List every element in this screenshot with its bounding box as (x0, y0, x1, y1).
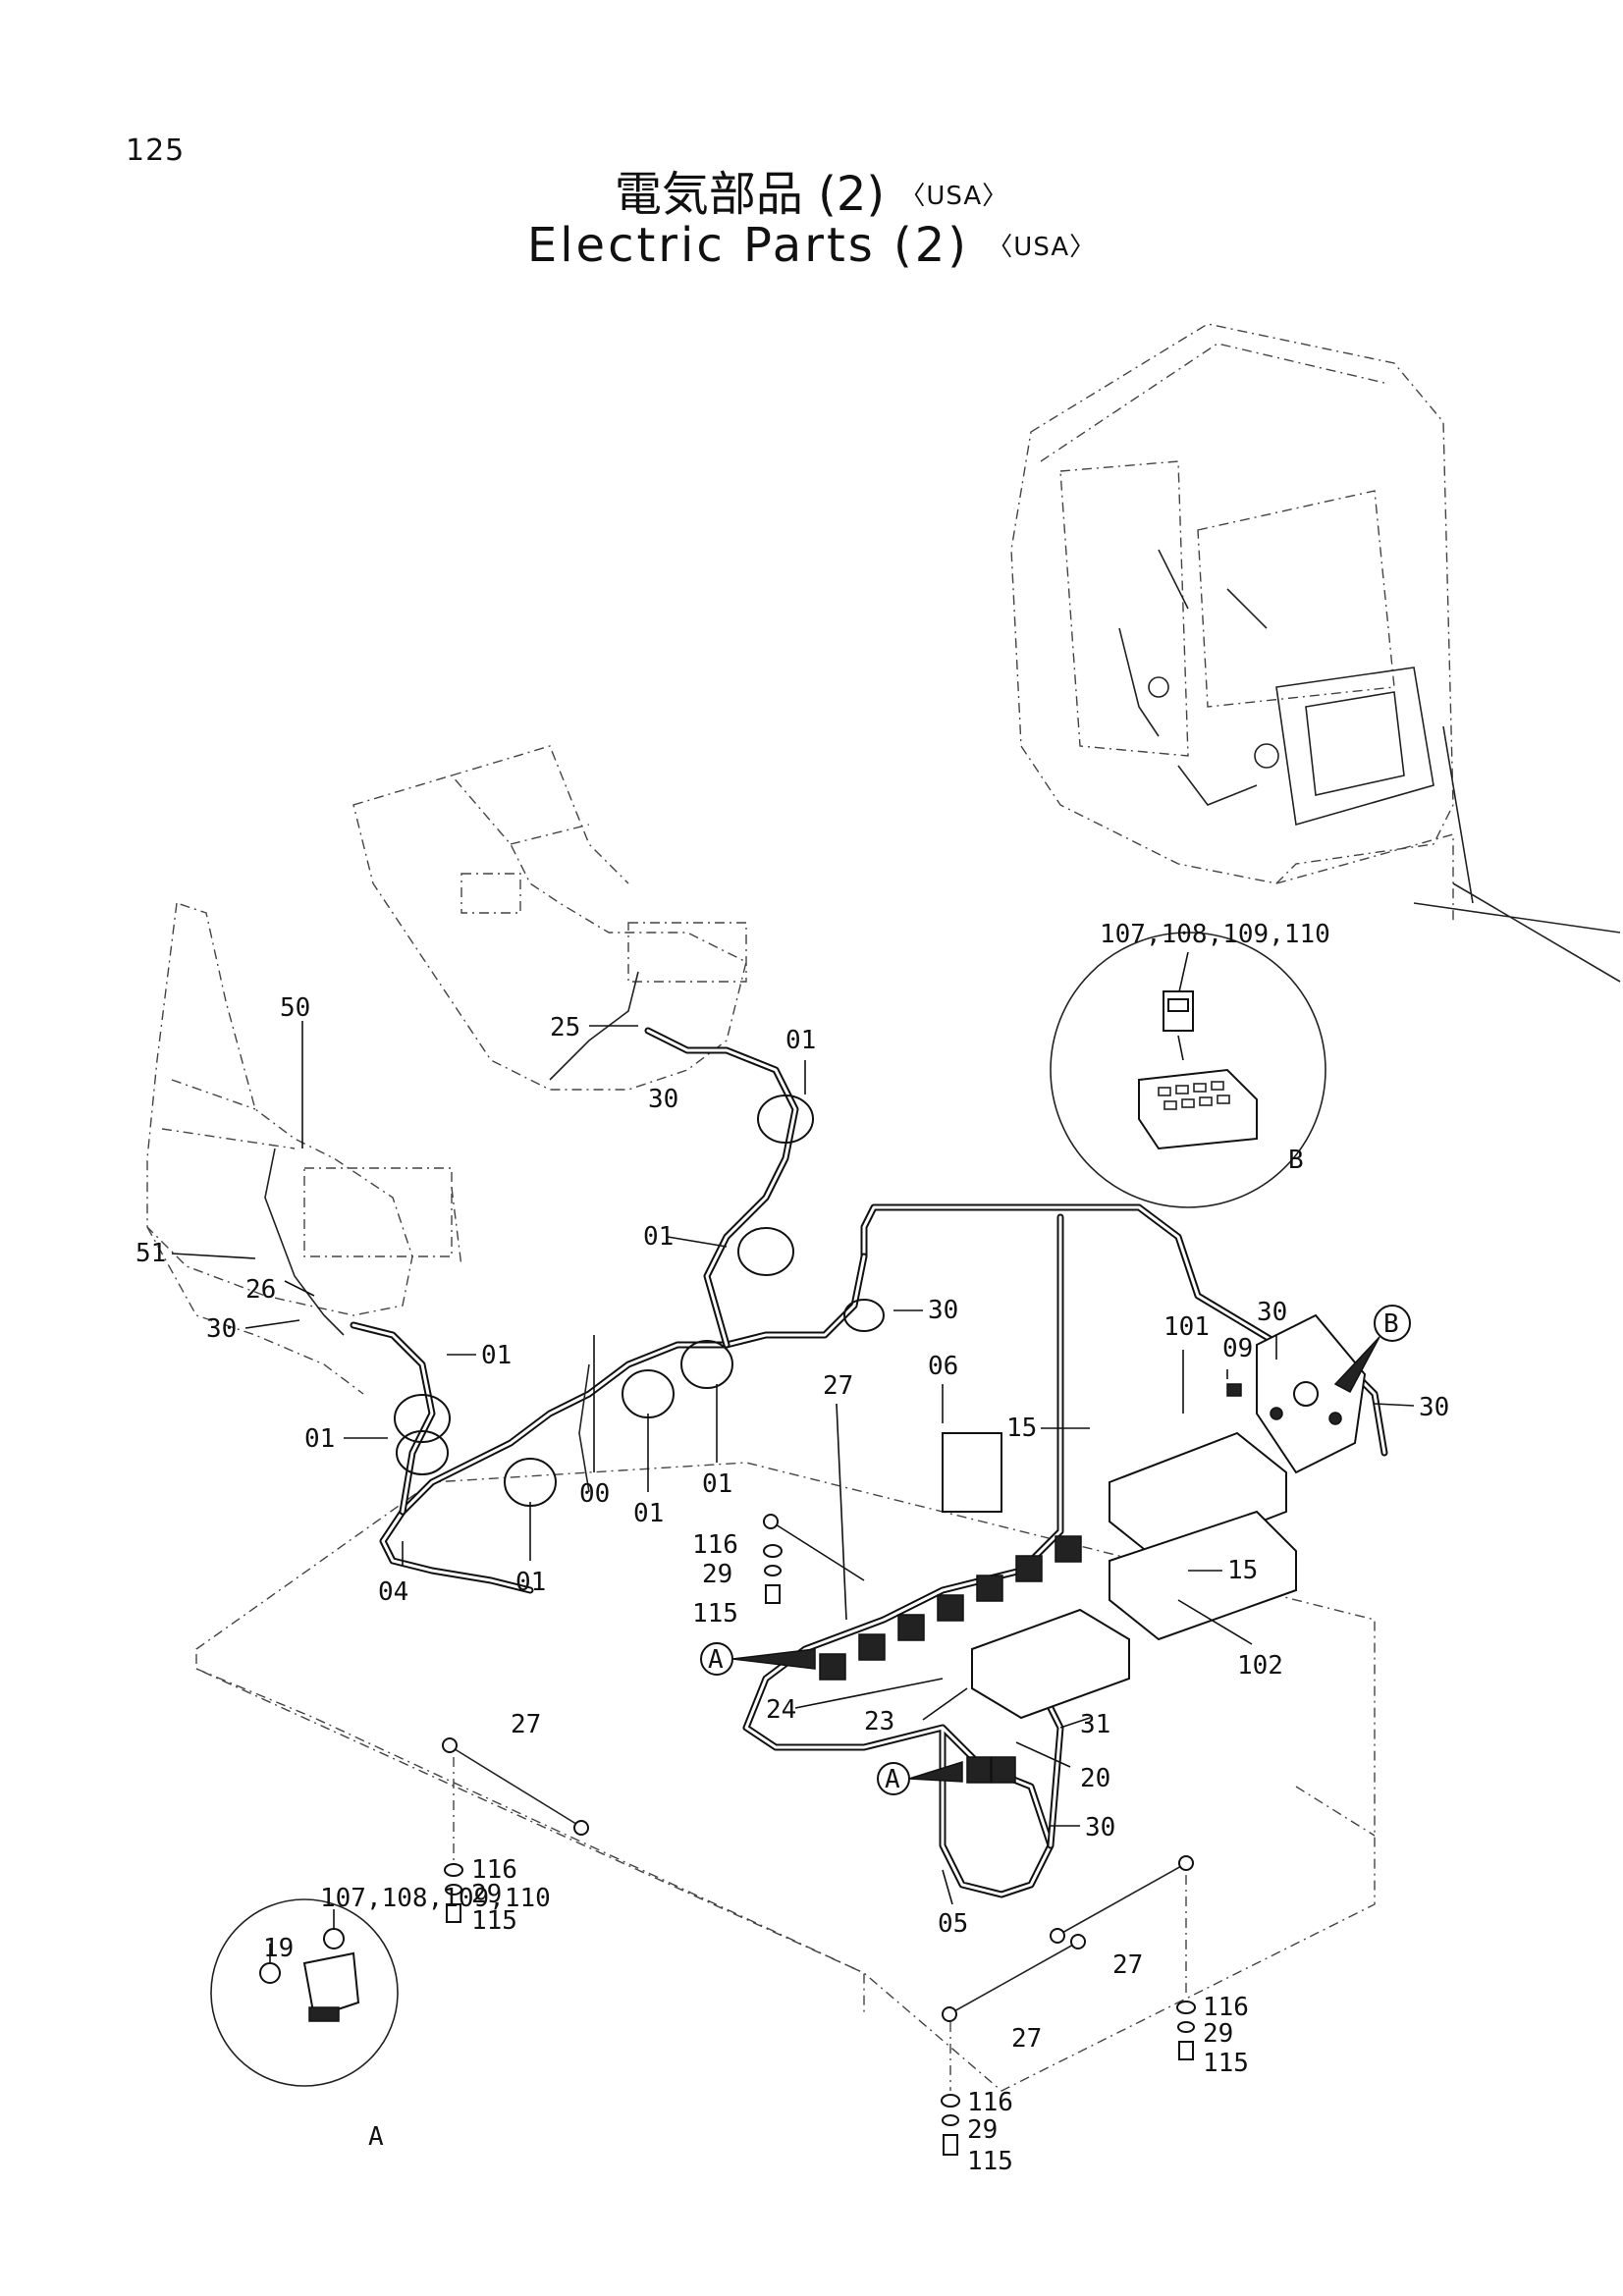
floor-plate (195, 1462, 1376, 2092)
callout-15-a: 15 (1006, 1414, 1037, 1443)
callouts: 50 51 26 30 01 01 04 01 00 01 01 25 01 3… (135, 993, 1449, 2176)
title-japanese-text: 電気部品 (614, 167, 803, 222)
callout-31: 31 (1080, 1710, 1110, 1739)
callout-30-upper-right: 30 (1257, 1298, 1287, 1327)
callout-24: 24 (766, 1695, 796, 1725)
callout-23: 23 (864, 1707, 894, 1736)
title-variant-jp: (2) (818, 167, 886, 222)
detail-view-b: 107,108,109,110 B (1050, 920, 1330, 1208)
callout-30-top: 30 (648, 1085, 678, 1114)
callout-50: 50 (280, 993, 310, 1023)
callout-00: 00 (579, 1479, 610, 1509)
view-marker-a1: A (700, 1642, 816, 1676)
callout-115-a: 115 (692, 1599, 738, 1629)
callout-27-a: 27 (823, 1371, 853, 1401)
detail-letter-b: B (1288, 1146, 1304, 1175)
page-title-japanese: 電気部品 (2) 〈USA〉 (0, 155, 1623, 224)
components (942, 1313, 1367, 1720)
ground-straps (442, 1514, 1194, 2022)
svg-text:A: A (708, 1645, 724, 1675)
callout-30-right: 30 (1419, 1393, 1449, 1422)
callout-116-c: 116 (1203, 1993, 1249, 2022)
callout-102: 102 (1237, 1651, 1283, 1681)
detail-view-a: A 107,108,109,110 19 (210, 1884, 551, 2152)
callout-29-a: 29 (702, 1560, 732, 1589)
callout-05: 05 (938, 1909, 968, 1939)
callout-115-d: 115 (967, 2147, 1013, 2176)
detail-letter-a: A (368, 2122, 384, 2152)
relay-row (819, 1535, 1082, 1784)
callout-01-b: 01 (304, 1424, 335, 1454)
callout-20: 20 (1080, 1764, 1110, 1793)
callout-01-f: 01 (785, 1026, 816, 1055)
callout-06: 06 (928, 1352, 958, 1381)
callout-29-c: 29 (1203, 2019, 1233, 2049)
callout-116-d: 116 (967, 2088, 1013, 2117)
callout-01-g: 01 (643, 1222, 674, 1252)
callout-09: 09 (1222, 1334, 1253, 1363)
callout-29-b: 29 (471, 1880, 502, 1909)
svg-text:B: B (1383, 1309, 1399, 1339)
cab-illustration (1010, 323, 1621, 983)
title-region-en: 〈USA〉 (987, 233, 1097, 262)
callout-107-110: 107,108,109,110 (1100, 920, 1330, 949)
bolt-stacks (444, 1544, 1196, 2156)
title-variant-en: (2) (893, 218, 970, 273)
callout-01-d: 01 (633, 1499, 664, 1528)
callout-51: 51 (135, 1239, 166, 1268)
leader-lines (171, 1021, 1415, 1905)
callout-01-c: 01 (515, 1568, 546, 1597)
callout-115-b: 115 (471, 1906, 517, 1936)
callout-101: 101 (1163, 1312, 1210, 1342)
callout-27-c: 27 (1112, 1950, 1143, 1980)
page-number: 125 (126, 133, 186, 168)
harness-clamps (394, 1095, 885, 1507)
view-marker-a2: A (877, 1760, 963, 1795)
callout-116-a: 116 (692, 1530, 738, 1560)
callout-27-d: 27 (1011, 2024, 1042, 2054)
callout-20-detail: 19 (263, 1934, 294, 1963)
callout-19: 107,108,109,110 (320, 1884, 551, 1913)
callout-01-a: 01 (481, 1341, 512, 1370)
callout-27-b: 27 (511, 1710, 541, 1739)
callout-30-bottom: 30 (1085, 1813, 1115, 1842)
callout-115-c: 115 (1203, 2049, 1249, 2078)
callout-30-mid: 30 (928, 1296, 958, 1325)
callout-01-e: 01 (702, 1469, 732, 1499)
control-lever-right (352, 745, 747, 1091)
callout-25: 25 (550, 1013, 580, 1042)
callout-30-left: 30 (206, 1314, 237, 1344)
wire-harness (264, 971, 1388, 1898)
control-lever-left (146, 902, 462, 1395)
callout-29-d: 29 (967, 2115, 998, 2145)
callout-04: 04 (378, 1577, 408, 1607)
svg-text:A: A (885, 1765, 900, 1794)
callout-26: 26 (245, 1275, 276, 1305)
title-region-jp: 〈USA〉 (899, 182, 1009, 211)
callout-116-b: 116 (471, 1855, 517, 1885)
title-english-text: Electric Parts (526, 218, 876, 273)
view-marker-b: B (1333, 1305, 1411, 1394)
callout-15-b: 15 (1227, 1556, 1258, 1585)
page-title-english: Electric Parts (2) 〈USA〉 (0, 218, 1623, 273)
